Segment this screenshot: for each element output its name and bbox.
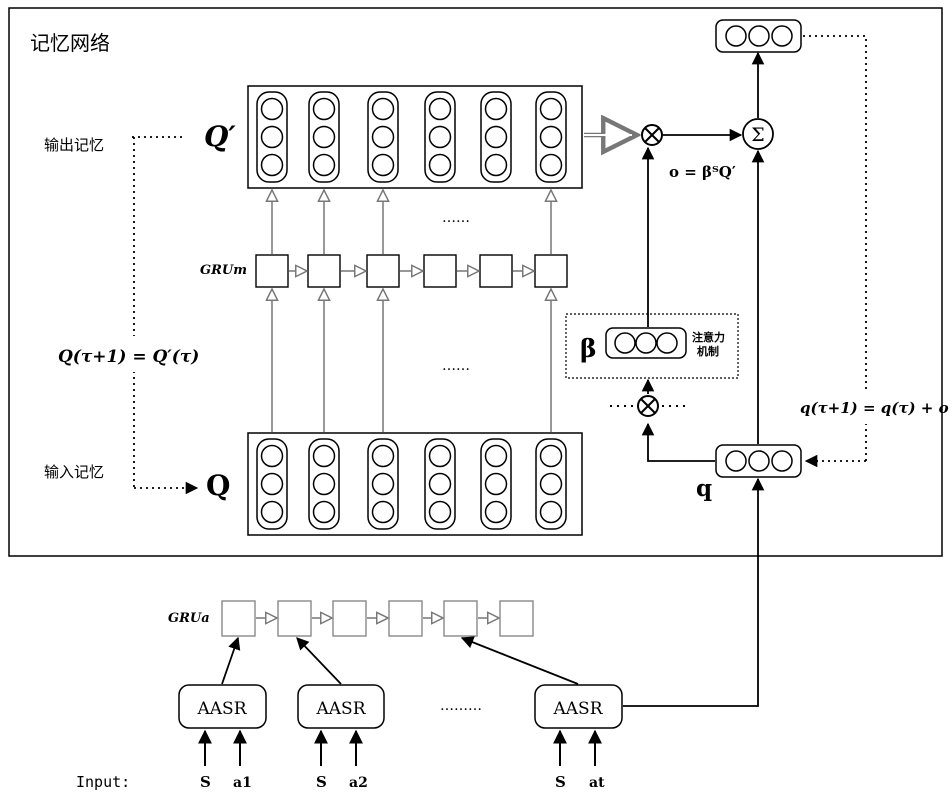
input-memory-column-5 xyxy=(481,439,511,529)
gru-a-label: GRUa xyxy=(168,611,210,626)
aasr-block-2: AASR xyxy=(298,685,384,728)
output-memory-column-3 xyxy=(368,92,398,182)
memory-update-link xyxy=(132,137,182,488)
query-update-formula: q(τ+1) = q(τ) + o xyxy=(800,399,949,417)
gru-m-cell-1 xyxy=(256,255,288,287)
input-memory-label: 输入记忆 xyxy=(44,463,104,481)
aasr3-to-gru-arrow xyxy=(462,638,578,684)
gru-m-cell-4 xyxy=(424,255,456,287)
encoder-to-query-arrow xyxy=(623,479,758,706)
output-memory-label: 输出记忆 xyxy=(44,136,104,154)
gru-a-cell-3 xyxy=(333,601,366,636)
sum-node: Σ xyxy=(743,119,773,149)
sum-symbol: Σ xyxy=(751,124,764,146)
gru-a-chain xyxy=(222,601,533,636)
input-memory-column-4 xyxy=(425,439,455,529)
input-s-1: S xyxy=(200,773,211,791)
output-memory-column-6 xyxy=(536,92,566,182)
input-a-3: at xyxy=(589,775,605,791)
query-vector xyxy=(716,445,801,477)
input-a-1: a1 xyxy=(233,775,252,791)
output-memory-column-4 xyxy=(425,92,455,182)
gru-m-cell-6 xyxy=(535,255,567,287)
memory-update-formula: Q(τ+1) = Q′(τ) xyxy=(58,347,199,367)
input-memory-column-2 xyxy=(309,439,339,529)
input-s-3: S xyxy=(555,773,566,791)
input-memory-column-1 xyxy=(257,439,287,529)
gru-m-label: GRUm xyxy=(200,263,247,278)
input-s-2: S xyxy=(316,773,327,791)
query-to-product-arrow xyxy=(648,424,715,461)
gru-a-cell-6 xyxy=(500,601,533,636)
attention-label-line1: 注意力 xyxy=(692,330,725,344)
input-memory-column-6 xyxy=(536,439,566,529)
output-memory-column-5 xyxy=(481,92,511,182)
output-memory-column-2 xyxy=(309,92,339,182)
gru-a-cell-1 xyxy=(222,601,255,636)
aasr1-to-gru-arrow xyxy=(222,638,238,684)
beta-symbol: β xyxy=(580,334,597,363)
aasr-label-1: AASR xyxy=(197,699,248,719)
attention-vector xyxy=(606,328,686,358)
gru-m-cell-5 xyxy=(480,255,512,287)
query-symbol: q xyxy=(696,475,712,502)
input-memory-symbol: Q xyxy=(206,469,230,502)
aasr-block-1: AASR xyxy=(179,685,266,728)
input-memory-column-3 xyxy=(368,439,398,529)
output-memory-column-1 xyxy=(257,92,287,182)
attention-product-node xyxy=(638,396,658,416)
gru-m-cell-3 xyxy=(367,255,399,287)
aasr-label-3: AASR xyxy=(553,699,604,719)
aasr-label-2: AASR xyxy=(316,699,367,719)
input-label: Input: xyxy=(76,773,130,791)
encoder-ellipsis: ……… xyxy=(440,698,482,714)
memory-network-title: 记忆网络 xyxy=(30,31,110,55)
aasr2-to-gru-arrow xyxy=(297,638,341,684)
input-arrows xyxy=(205,731,595,766)
gru-a-cell-2 xyxy=(278,601,311,636)
gru-a-cell-5 xyxy=(444,601,477,636)
gru-m-cell-2 xyxy=(308,255,340,287)
ellipsis-middle: …… xyxy=(442,358,470,374)
aasr-block-3: AASR xyxy=(535,685,622,728)
input-a-2: a2 xyxy=(349,775,368,791)
gru-m-arrows xyxy=(272,190,551,432)
attention-label-line2: 机制 xyxy=(697,344,719,358)
output-vector xyxy=(716,20,801,52)
weighted-product-node xyxy=(642,125,662,145)
weighted-sum-formula: o = βᵀQ′ xyxy=(669,163,736,181)
output-memory-symbol: Q′ xyxy=(204,120,236,153)
input-memory-block xyxy=(248,433,582,535)
gru-a-cell-4 xyxy=(389,601,422,636)
ellipsis-top: …… xyxy=(442,210,470,226)
output-memory-block xyxy=(248,86,582,188)
